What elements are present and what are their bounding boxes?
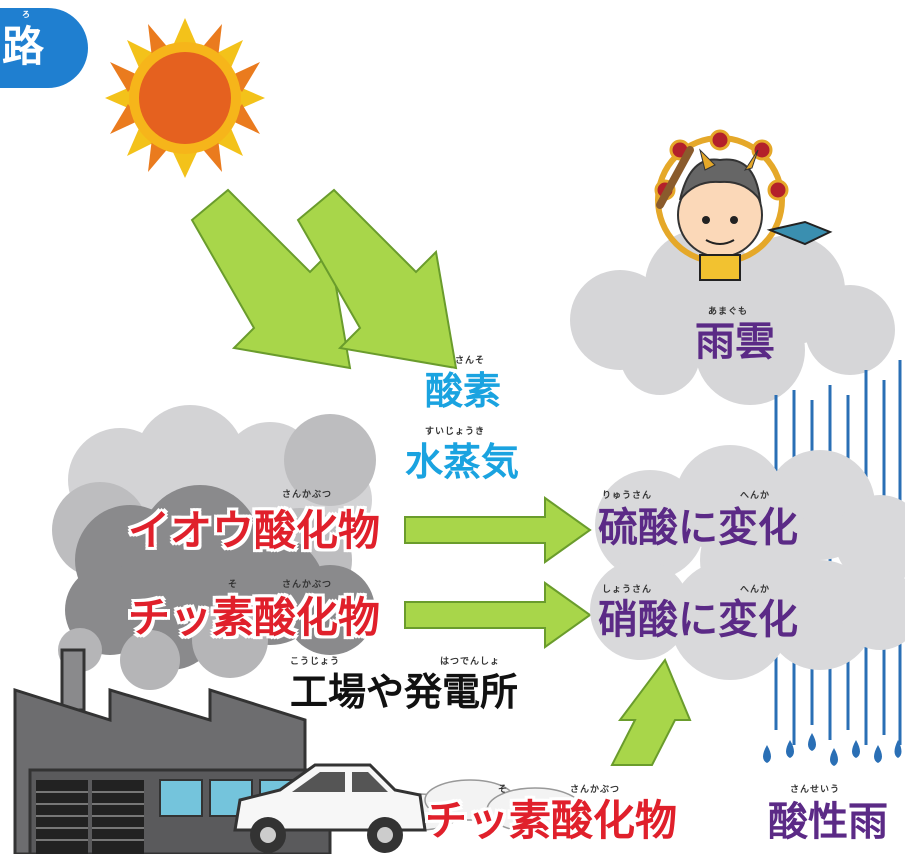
nitrogen-oxide-ruby-so: そ [228, 580, 239, 590]
sulfuric-ruby-2: へんか [740, 491, 771, 501]
conversion-arrows [404, 496, 692, 766]
sun-icon [105, 18, 265, 178]
vapor-ruby: すいじょうき [425, 427, 486, 437]
factory-label: 工場や発電所 [290, 670, 519, 714]
factory-ruby-2: はつでんしょ [440, 657, 501, 667]
raindrops-icon [763, 733, 902, 766]
acid-rain-ruby: さんせいう [790, 785, 841, 795]
factory-ruby-1: こうじょう [290, 657, 341, 667]
nitrogen-oxide-ruby: さんかぶつ [282, 580, 333, 590]
sulfuric-ruby-1: りゅうさん [602, 491, 653, 501]
sulfur-oxide-label: イオウ酸化物 [128, 506, 381, 555]
sulfuric-label: 硫酸に変化 [598, 505, 798, 551]
vapor-label: 水蒸気 [405, 440, 520, 484]
car-exhaust-ruby: さんかぶつ [570, 785, 621, 795]
acid-cloud-icon [590, 445, 905, 680]
oxygen-label: 酸素 [425, 369, 502, 413]
sunlight-arrows [190, 188, 458, 370]
car-exhaust-label: チッ素酸化物 [425, 796, 678, 845]
rain-cloud-ruby: あまぐも [708, 307, 749, 317]
oxygen-ruby: さんそ [455, 356, 486, 366]
sulfur-oxide-ruby: さんかぶつ [282, 490, 333, 500]
nitrogen-oxide-label: チッ素酸化物 [128, 593, 381, 642]
section-tag-ruby: ろ [22, 10, 30, 19]
car-exhaust-ruby-so: そ [498, 785, 509, 795]
acid-rain-label: 酸性雨 [768, 799, 888, 845]
rain-cloud-icon [570, 230, 895, 405]
section-tag: ろ 路 [0, 8, 88, 88]
nitric-ruby-2: へんか [740, 585, 771, 595]
rain-cloud-label: 雨雲 [695, 319, 775, 365]
car-icon [233, 763, 427, 853]
oni-character-icon [654, 129, 833, 281]
nitric-label: 硝酸に変化 [598, 597, 798, 643]
section-tag-label: 路 [2, 22, 45, 71]
nitric-ruby-1: しょうさん [602, 585, 653, 595]
smoke-cloud [52, 405, 376, 690]
